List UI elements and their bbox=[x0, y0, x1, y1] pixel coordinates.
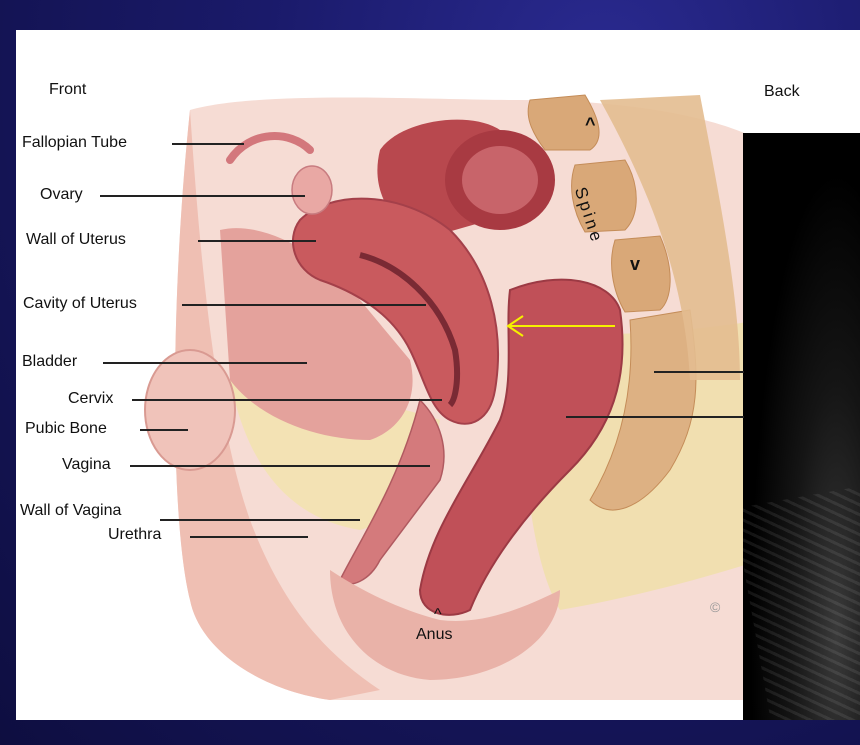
label-anus: Anus bbox=[416, 626, 452, 644]
back-label: Back bbox=[764, 83, 800, 101]
label-vagina: Vagina bbox=[62, 456, 111, 474]
label-pubic-bone: Pubic Bone bbox=[25, 420, 107, 438]
spine-caret-up: ^ bbox=[585, 115, 596, 133]
label-wall-of-vagina: Wall of Vagina bbox=[20, 502, 121, 520]
label-wall-of-uterus: Wall of Uterus bbox=[26, 231, 126, 249]
label-urethra: Urethra bbox=[108, 526, 161, 544]
label-cavity-of-uterus: Cavity of Uterus bbox=[23, 295, 137, 313]
label-fallopian-tube: Fallopian Tube bbox=[22, 134, 127, 152]
label-ovary: Ovary bbox=[40, 186, 83, 204]
label-anus-caret: ^ bbox=[434, 606, 442, 624]
label-cervix: Cervix bbox=[68, 390, 113, 408]
spine-caret-down: v bbox=[630, 255, 640, 273]
front-label: Front bbox=[49, 81, 86, 99]
label-bladder: Bladder bbox=[22, 353, 77, 371]
